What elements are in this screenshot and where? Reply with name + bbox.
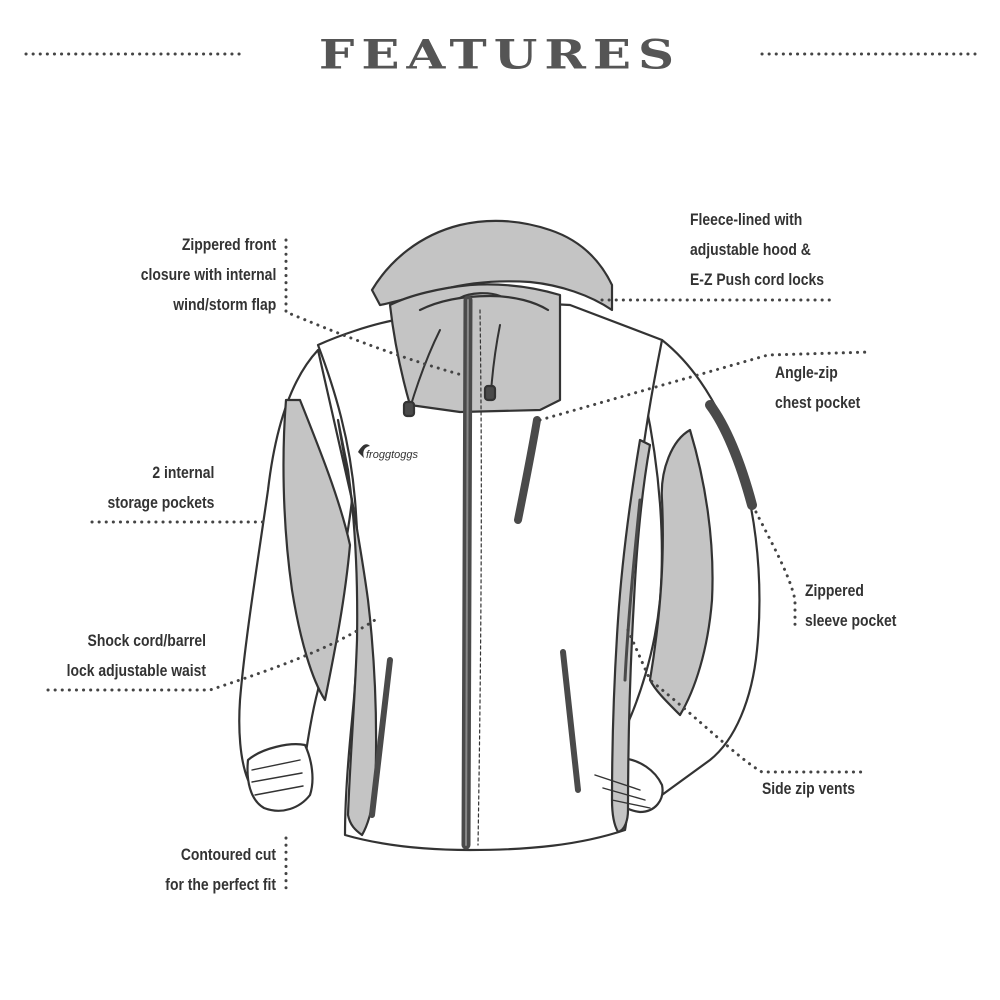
leader-chest-pocket: [538, 350, 872, 422]
title-dotted-rule-left: [24, 52, 977, 56]
leader-waist: [46, 616, 380, 692]
leader-side-vents: [626, 628, 864, 774]
callout-side-vents: Side zip vents: [762, 779, 855, 798]
callout-front-closure: Zippered front closure with internal win…: [140, 235, 276, 314]
callout-chest-pocket: Angle-zip chest pocket: [775, 363, 861, 412]
left-side-panel: [336, 418, 378, 837]
callout-sleeve-pocket: Zippered sleeve pocket: [805, 581, 897, 630]
callout-hood: Fleece-lined with adjustable hood & E-Z …: [690, 210, 825, 289]
svg-text:froggtoggs: froggtoggs: [366, 449, 418, 461]
leader-front-closure: [284, 238, 464, 377]
side-vent-zip: [623, 498, 642, 682]
sleeve-pocket-zip: [705, 400, 757, 510]
callout-storage-pockets: 2 internal storage pockets: [107, 463, 214, 512]
right-hand-pocket-zip: [560, 649, 581, 793]
left-sleeve-panel: [282, 398, 352, 702]
right-sleeve-panel: [648, 428, 714, 717]
page-title: FEATURES: [318, 31, 682, 79]
left-hand-pocket-zip: [369, 657, 393, 818]
callout-cut: Contoured cut for the perfect fit: [165, 845, 276, 894]
callout-waist: Shock cord/barrel lock adjustable waist: [66, 631, 206, 680]
hood-drawcord-right: [490, 324, 501, 393]
leader-sleeve-pocket: [754, 510, 797, 630]
hood-lining: [388, 283, 562, 414]
chest-pocket-zip: [514, 416, 541, 524]
froggtoggs-logo: froggtoggs: [358, 444, 418, 461]
